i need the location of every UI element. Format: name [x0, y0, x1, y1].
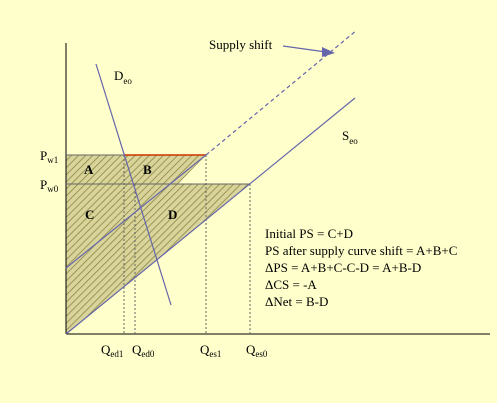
qes1-main: Q: [200, 342, 210, 357]
area-b-label: B: [143, 162, 152, 177]
supply-shift-label: Supply shift: [209, 37, 273, 52]
area-a-label: A: [84, 162, 94, 177]
supply-curve-initial: [65, 97, 356, 335]
qed0-main: Q: [132, 342, 142, 357]
pw0-main: P: [40, 177, 47, 192]
qes1-sub: es1: [209, 349, 221, 359]
equation-line: Initial PS = C+D: [265, 226, 353, 241]
qes0-main: Q: [246, 342, 256, 357]
qed1-sub: ed1: [110, 349, 123, 359]
equation-line: ΔNet = B-D: [265, 294, 328, 309]
qed1-main: Q: [101, 342, 111, 357]
demand-sub: eo: [123, 76, 132, 86]
qes0-label: Qes0: [246, 342, 268, 359]
pw1-main: P: [40, 148, 47, 163]
pw1-sub: w1: [47, 155, 58, 165]
supply-shift-arrowhead: [322, 47, 335, 57]
demand-main: D: [114, 68, 123, 83]
qed1-label: Qed1: [101, 342, 123, 359]
qes0-sub: es0: [255, 349, 267, 359]
area-c-label: C: [85, 207, 94, 222]
supply-curve-label: Seo: [342, 128, 358, 146]
equation-line: PS after supply curve shift = A+B+C: [265, 243, 457, 258]
qed0-label: Qed0: [132, 342, 155, 359]
demand-curve: [95, 63, 172, 306]
equation-line: ΔCS = -A: [265, 277, 317, 292]
qes1-label: Qes1: [200, 342, 221, 359]
qed0-sub: ed0: [141, 349, 154, 359]
supply-sub: eo: [349, 136, 358, 146]
supply-main: S: [342, 128, 349, 143]
pw1-label: Pw1: [40, 148, 58, 165]
pw0-label: Pw0: [40, 177, 59, 194]
equation-line: ΔPS = A+B+C-C-D = A+B-D: [265, 260, 421, 275]
area-d-label: D: [168, 207, 177, 222]
supply-shift-arrow: [282, 45, 327, 53]
supply-curve-shifted-extension: [205, 29, 358, 156]
demand-curve-label: Deo: [114, 68, 132, 86]
equations-block: Initial PS = C+D PS after supply curve s…: [265, 226, 457, 309]
pw0-sub: w0: [47, 184, 58, 194]
supply-curve-shifted: [65, 154, 207, 269]
